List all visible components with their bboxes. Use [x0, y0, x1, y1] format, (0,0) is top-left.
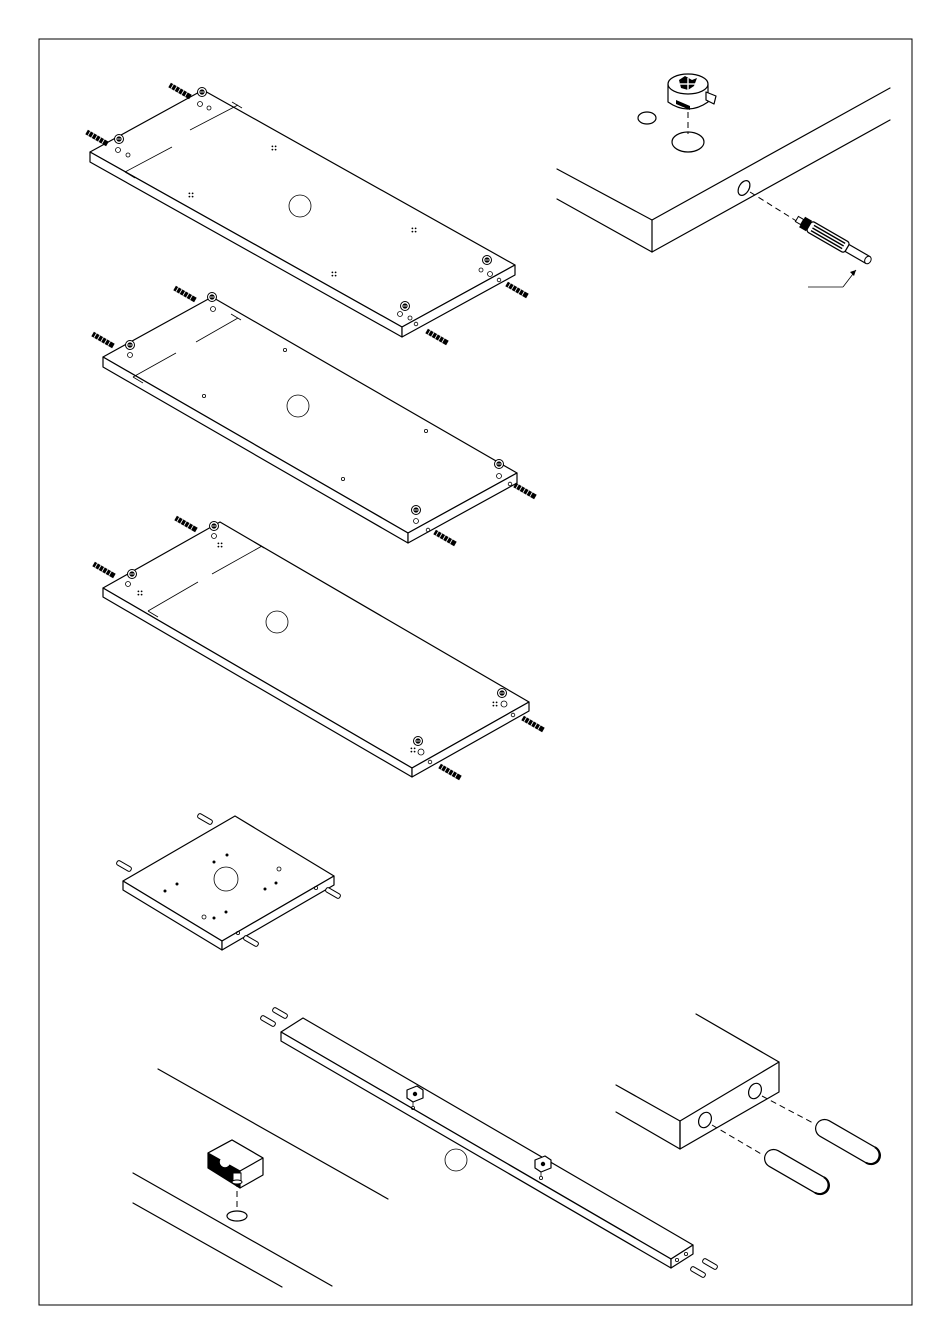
- rail: [260, 1007, 718, 1278]
- cam-lock-detail: [557, 74, 890, 287]
- wooden-dowel-detail: [616, 1014, 884, 1198]
- long-panel-2: [91, 286, 536, 547]
- long-panel-1: [85, 83, 528, 346]
- long-panel-3: [92, 516, 544, 781]
- leveling-foot-detail: [133, 1069, 388, 1287]
- square-shelf: [116, 813, 341, 950]
